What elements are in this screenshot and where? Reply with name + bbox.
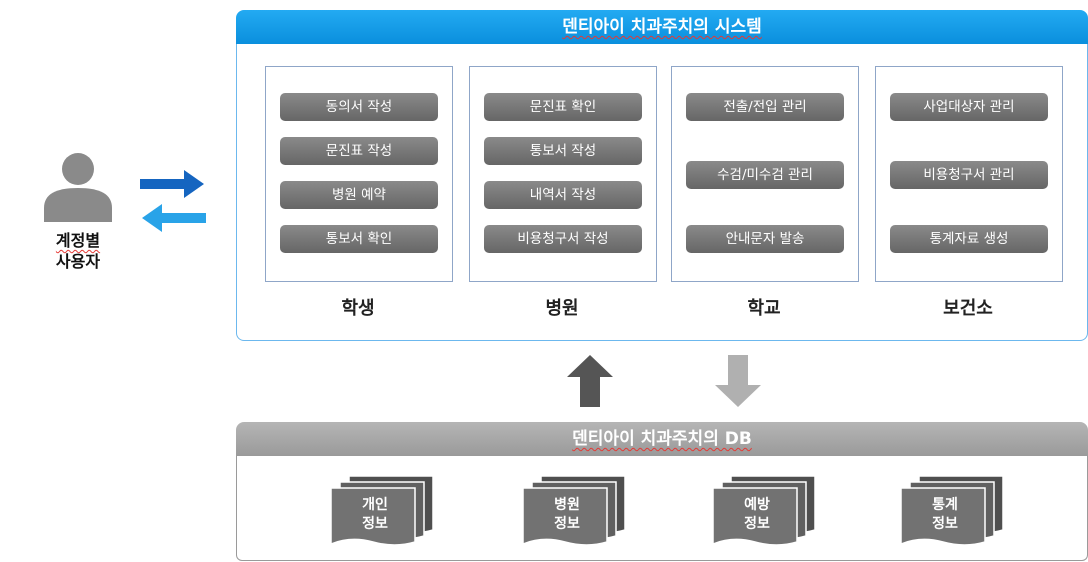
person-icon <box>44 153 112 222</box>
db-store-label: 개인 정보 <box>337 496 413 534</box>
document-stack-icon: 예방 정보 <box>712 475 821 546</box>
user-label-line2: 사용자 <box>55 252 101 271</box>
column-label-hospital: 병원 <box>545 298 579 319</box>
arrow-right-icon <box>140 170 204 198</box>
db-store-line1: 개인 <box>362 497 388 513</box>
arrow-down-icon <box>715 355 761 407</box>
feature-button[interactable]: 전출/전입 관리 <box>686 93 844 121</box>
db-store-label: 병원 정보 <box>529 496 605 534</box>
system-panel: 동의서 작성 문진표 작성 병원 예약 통보서 확인 학생 문진표 확인 통보서… <box>236 44 1088 341</box>
document-stack-icon: 통계 정보 <box>900 475 1009 546</box>
db-store-line2: 정보 <box>362 516 388 532</box>
db-store-line1: 통계 <box>932 497 958 513</box>
feature-button[interactable]: 문진표 작성 <box>280 137 438 165</box>
feature-button[interactable]: 통보서 작성 <box>484 137 642 165</box>
feature-button[interactable]: 비용청구서 관리 <box>890 161 1048 189</box>
column-label-health-center: 보건소 <box>943 298 993 319</box>
column-hospital: 문진표 확인 통보서 작성 내역서 작성 비용청구서 작성 <box>469 66 657 282</box>
user-label: 계정별 사용자 <box>30 230 126 272</box>
feature-button[interactable]: 안내문자 발송 <box>686 225 844 253</box>
system-title-text: 덴티아이 치과주치의 시스템 <box>562 17 762 37</box>
column-label-school: 학교 <box>747 298 781 319</box>
feature-button[interactable]: 비용청구서 작성 <box>484 225 642 253</box>
db-store-line1: 예방 <box>744 497 770 513</box>
document-stack-icon: 병원 정보 <box>522 475 631 546</box>
db-store-line1: 병원 <box>554 497 580 513</box>
user-label-line1: 계정별 <box>55 231 101 250</box>
arrow-up-icon <box>567 355 613 407</box>
column-health-center: 사업대상자 관리 비용청구서 관리 통계자료 생성 <box>875 66 1063 282</box>
feature-button[interactable]: 동의서 작성 <box>280 93 438 121</box>
feature-button[interactable]: 병원 예약 <box>280 181 438 209</box>
db-store-label: 통계 정보 <box>907 496 983 534</box>
feature-button[interactable]: 통계자료 생성 <box>890 225 1048 253</box>
db-store-line2: 정보 <box>932 516 958 532</box>
db-store-line2: 정보 <box>554 516 580 532</box>
document-stack-icon: 개인 정보 <box>330 475 439 546</box>
db-store-label: 예방 정보 <box>719 496 795 534</box>
arrow-left-icon <box>142 204 206 232</box>
feature-button[interactable]: 통보서 확인 <box>280 225 438 253</box>
feature-button[interactable]: 내역서 작성 <box>484 181 642 209</box>
feature-button[interactable]: 수검/미수검 관리 <box>686 161 844 189</box>
db-title: 덴티아이 치과주치의 DB <box>236 422 1088 456</box>
column-label-student: 학생 <box>341 298 375 319</box>
feature-button[interactable]: 문진표 확인 <box>484 93 642 121</box>
column-school: 전출/전입 관리 수검/미수검 관리 안내문자 발송 <box>671 66 859 282</box>
db-title-text: 덴티아이 치과주치의 DB <box>572 429 752 449</box>
feature-button[interactable]: 사업대상자 관리 <box>890 93 1048 121</box>
column-student: 동의서 작성 문진표 작성 병원 예약 통보서 확인 <box>265 66 453 282</box>
system-title: 덴티아이 치과주치의 시스템 <box>236 10 1088 44</box>
db-panel: 개인 정보 병원 정보 예방 정보 통계 <box>236 456 1088 561</box>
db-store-line2: 정보 <box>744 516 770 532</box>
